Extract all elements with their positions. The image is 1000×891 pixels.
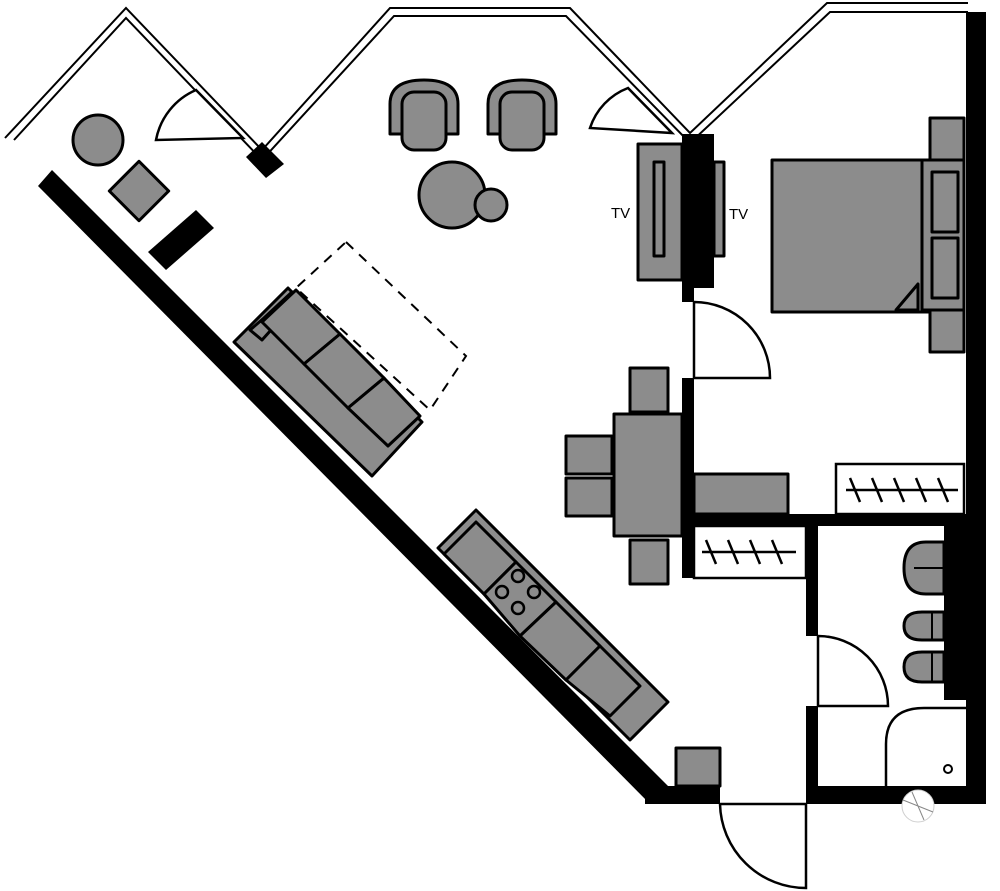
bottom-wall-right (806, 786, 986, 804)
closet-wall (682, 514, 982, 526)
dining-chair-left-1 (564, 434, 614, 476)
balcony-stool (107, 159, 171, 223)
dining-chair-bottom (628, 538, 670, 586)
bedroom-partition-top (682, 134, 714, 288)
wardrobe-bedroom (834, 462, 966, 516)
window-frames (4, 1, 968, 162)
double-bed (770, 158, 932, 314)
bedroom-stub (682, 286, 694, 302)
bedroom-door (692, 300, 772, 380)
dining-chair-left-2 (564, 476, 614, 518)
sofa-cushion-3 (346, 376, 422, 448)
diagonal-outer-wall (38, 170, 668, 804)
kitchen-counter (436, 508, 670, 742)
armchair-left (388, 78, 460, 152)
pillow-1 (930, 170, 960, 234)
bathroom-fixtures (884, 540, 966, 786)
sofa-bed (232, 240, 468, 478)
entrance-cabinet (674, 746, 722, 788)
bathroom-wall-upper (806, 520, 818, 636)
entrance-door (718, 802, 808, 890)
armchair-right (486, 78, 558, 152)
balcony-partition (148, 210, 214, 270)
lounge-seating (388, 78, 558, 230)
bed-fold (894, 282, 920, 312)
pillow-2 (930, 236, 960, 300)
dining-table (612, 412, 684, 538)
bedroom-partition-lower (682, 378, 694, 578)
kitchen-cabinet (692, 472, 790, 516)
balcony-round-table (71, 113, 125, 167)
shower-tray (884, 706, 966, 786)
tv-label-left: TV (611, 205, 630, 222)
doors (154, 86, 890, 890)
living-window-door (588, 86, 676, 135)
compass-icon (901, 789, 935, 823)
bottom-wall-left (645, 786, 720, 804)
toilet (902, 610, 946, 642)
right-outer-wall (966, 12, 986, 802)
coffee-table (417, 160, 487, 230)
nightstand-bottom (928, 308, 966, 354)
sofa-pullout-outline (294, 240, 468, 412)
balcony-furniture (71, 113, 171, 223)
walls (38, 12, 986, 804)
tv-units: TV TV (611, 142, 748, 282)
hob-burners (494, 568, 542, 616)
bathroom-door (816, 634, 890, 708)
wardrobe-hall (692, 524, 808, 580)
shower-drain (943, 764, 953, 774)
bidet (902, 650, 946, 684)
tv-panel-right (712, 160, 726, 258)
dining-chair-top (628, 366, 670, 414)
bathroom-wall-lower (806, 706, 818, 800)
storage (692, 462, 966, 580)
nightstand-top (928, 116, 966, 162)
tv-label-right: TV (729, 206, 748, 223)
side-table (473, 187, 509, 223)
bedroom-furniture (770, 116, 966, 354)
window-pier-left (246, 142, 284, 178)
dining-set (564, 366, 684, 586)
bathroom-fixture-wall (944, 520, 966, 700)
balcony-door (154, 88, 246, 142)
